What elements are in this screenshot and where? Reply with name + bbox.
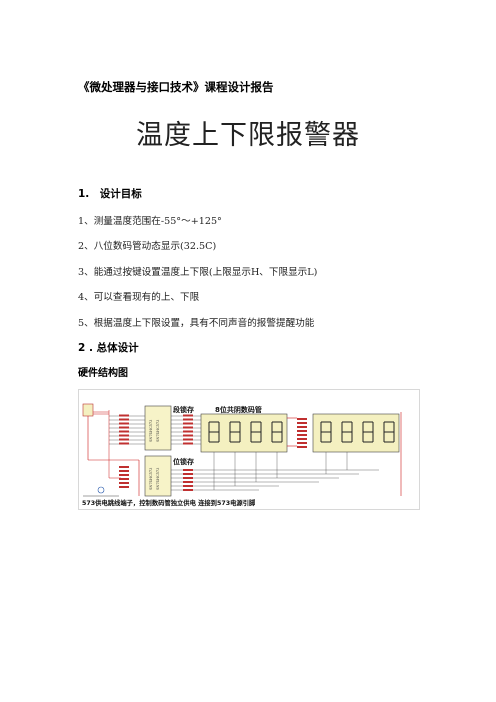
label-8-digit-display: 8位共阴数码管 [215, 405, 262, 414]
list-item: 1、测量温度范围在-55°～+125° [78, 216, 222, 227]
schematic-drawing: SN74HC573 SN74HC573 段锁存 8位共阴数码管 [82, 403, 402, 507]
label-bit-latch: 位锁存 [173, 457, 194, 466]
svg-text:SN74HC573: SN74HC573 [156, 420, 160, 442]
list-item: 5、根据温度上下限设置，具有不同声音的报警提醒功能 [78, 318, 315, 329]
label-segment-latch: 段锁存 [173, 405, 194, 414]
section-heading-overall-design: 2 . 总体设计 [78, 342, 139, 354]
hardware-structure-diagram: SN74HC573 SN74HC573 段锁存 8位共阴数码管 [78, 389, 420, 510]
section-heading-design-goal: 1. 设计目标 [78, 188, 142, 200]
list-item: 2、八位数码管动态显示(32.5C) [78, 241, 217, 252]
course-title: 《微处理器与接口技术》课程设计报告 [78, 80, 274, 94]
subheading-hardware-diagram: 硬件结构图 [78, 368, 128, 379]
page-title: 温度上下限报警器 [136, 120, 360, 151]
svg-text:SN74HC573: SN74HC573 [156, 468, 160, 490]
list-item: 4、可以查看现有的上、下限 [78, 292, 200, 303]
svg-text:SN74HC573: SN74HC573 [149, 420, 153, 442]
svg-text:SN74HC573: SN74HC573 [149, 468, 153, 490]
list-item: 3、能通过按键设置温度上下限(上限显示H、下限显示L) [78, 267, 318, 278]
diagram-caption: 573供电跳线端子，控制数码管独立供电 连接到573电源引脚 [82, 498, 255, 507]
